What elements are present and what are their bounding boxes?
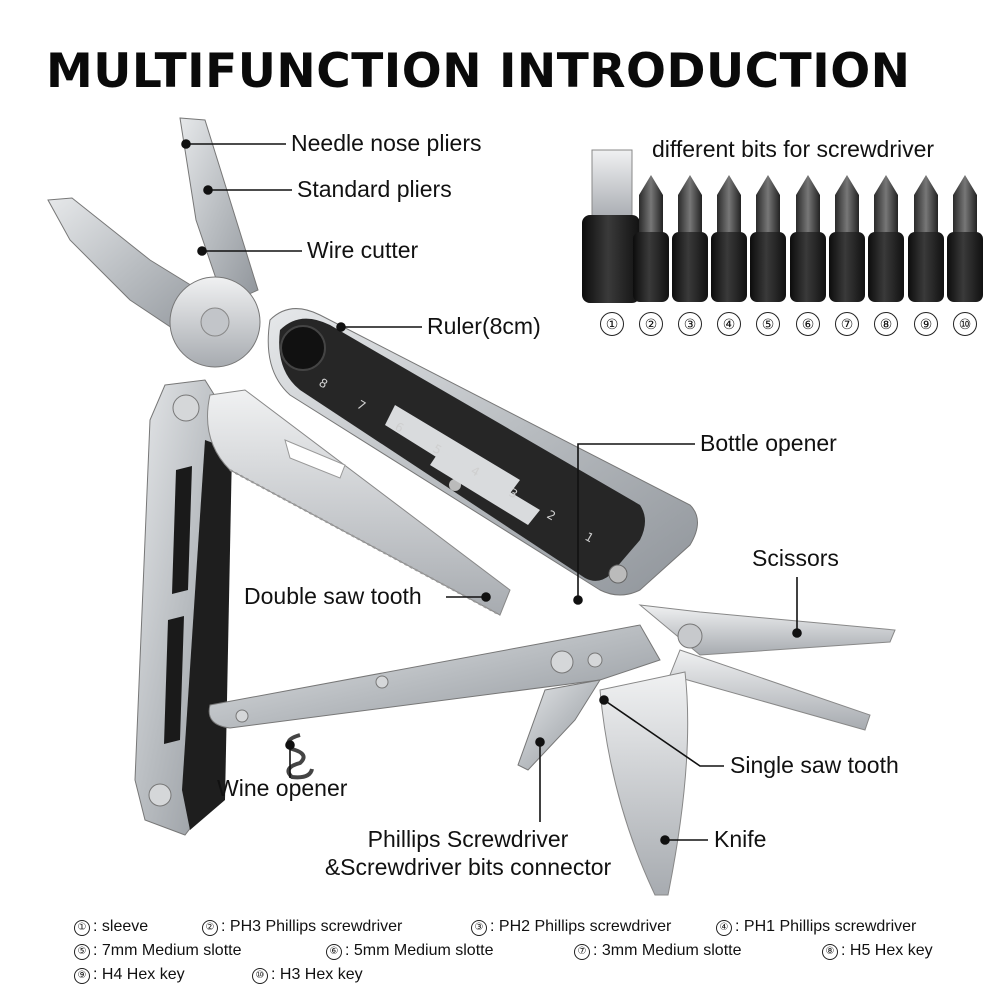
bit-number-3: ③ xyxy=(678,312,702,336)
callout-wine-opener: Wine opener xyxy=(217,775,348,801)
legend-number: ⑨ xyxy=(74,967,90,984)
legend-item: ⑤: 7mm Medium slotte xyxy=(74,942,241,960)
callout-phillips-line2: &Screwdriver bits connector xyxy=(324,853,612,880)
scissors xyxy=(638,604,896,731)
legend-text: : PH2 Phillips screwdriver xyxy=(490,918,672,935)
legend-text: : 3mm Medium slotte xyxy=(593,942,742,959)
bit-number-5: ⑤ xyxy=(756,312,780,336)
legend-number: ⑥ xyxy=(326,943,342,960)
legend-text: : H5 Hex key xyxy=(841,942,933,959)
callout-ruler: Ruler(8cm) xyxy=(427,313,541,339)
legend-text: : H3 Hex key xyxy=(271,966,363,983)
legend-text: : PH3 Phillips screwdriver xyxy=(221,918,403,935)
bit-4 xyxy=(711,175,747,302)
callout-wire-cutter: Wire cutter xyxy=(307,237,419,263)
legend-number: ④ xyxy=(716,919,732,936)
legend-text: : 5mm Medium slotte xyxy=(345,942,494,959)
legend-text: : PH1 Phillips screwdriver xyxy=(735,918,917,935)
bit-8 xyxy=(868,175,904,302)
bit-7 xyxy=(829,175,865,302)
callout-bottle-opener: Bottle opener xyxy=(700,430,837,456)
callout-phillips-line1: Phillips Screwdriver xyxy=(367,826,569,852)
bit-number-7: ⑦ xyxy=(835,312,859,336)
bit-9 xyxy=(908,175,944,302)
screwdriver-bits xyxy=(582,149,983,303)
legend-text: : 7mm Medium slotte xyxy=(93,942,242,959)
callout-standard-pliers: Standard pliers xyxy=(297,176,452,202)
left-handle xyxy=(134,379,232,836)
phillips-screwdriver xyxy=(517,679,602,771)
bit-3 xyxy=(672,175,708,302)
legend-number: ⑦ xyxy=(574,943,590,960)
bit-10 xyxy=(947,175,983,302)
legend-text: : H4 Hex key xyxy=(93,966,185,983)
legend-item: ⑦: 3mm Medium slotte xyxy=(574,942,741,960)
bit-number-10: ⑩ xyxy=(953,312,977,336)
legend-item: ④: PH1 Phillips screwdriver xyxy=(716,918,916,936)
legend-item: ③: PH2 Phillips screwdriver xyxy=(471,918,671,936)
double-saw-blade xyxy=(207,389,511,616)
legend-number: ① xyxy=(74,919,90,936)
bit-number-8: ⑧ xyxy=(874,312,898,336)
callout-scissors: Scissors xyxy=(752,545,839,571)
lower-handle xyxy=(208,624,661,729)
legend-item: ⑥: 5mm Medium slotte xyxy=(326,942,493,960)
legend-number: ② xyxy=(202,919,218,936)
legend-number: ⑩ xyxy=(252,967,268,984)
bits-heading: different bits for screwdriver xyxy=(652,136,935,162)
bit-2 xyxy=(633,175,669,302)
callout-single-saw-tooth: Single saw tooth xyxy=(730,752,899,778)
legend-number: ⑧ xyxy=(822,943,838,960)
callout-knife: Knife xyxy=(714,826,767,852)
legend-item: ⑨: H4 Hex key xyxy=(74,966,185,984)
bit-number-4: ④ xyxy=(717,312,741,336)
callout-needle-nose-pliers: Needle nose pliers xyxy=(291,130,482,156)
legend-item: ②: PH3 Phillips screwdriver xyxy=(202,918,402,936)
callout-double-saw-tooth: Double saw tooth xyxy=(244,583,422,609)
bit-sleeve xyxy=(582,149,640,303)
legend-number: ③ xyxy=(471,919,487,936)
legend-item: ⑩: H3 Hex key xyxy=(252,966,363,984)
bit-number-6: ⑥ xyxy=(796,312,820,336)
callout-phillips-screwdriver: Phillips Screwdriver &Screwdriver bits c… xyxy=(300,826,636,881)
bit-number-1: ① xyxy=(600,312,624,336)
pliers-jaws xyxy=(47,117,261,368)
leader-lines xyxy=(181,139,802,845)
bit-number-9: ⑨ xyxy=(914,312,938,336)
legend-item: ①: sleeve xyxy=(74,918,148,936)
legend-text: : sleeve xyxy=(93,918,149,935)
bit-5 xyxy=(750,175,786,302)
bit-number-2: ② xyxy=(639,312,663,336)
bit-6 xyxy=(790,175,826,302)
page-title: MULTIFUNCTION INTRODUCTION xyxy=(46,44,911,99)
legend-number: ⑤ xyxy=(74,943,90,960)
legend-item: ⑧: H5 Hex key xyxy=(822,942,933,960)
